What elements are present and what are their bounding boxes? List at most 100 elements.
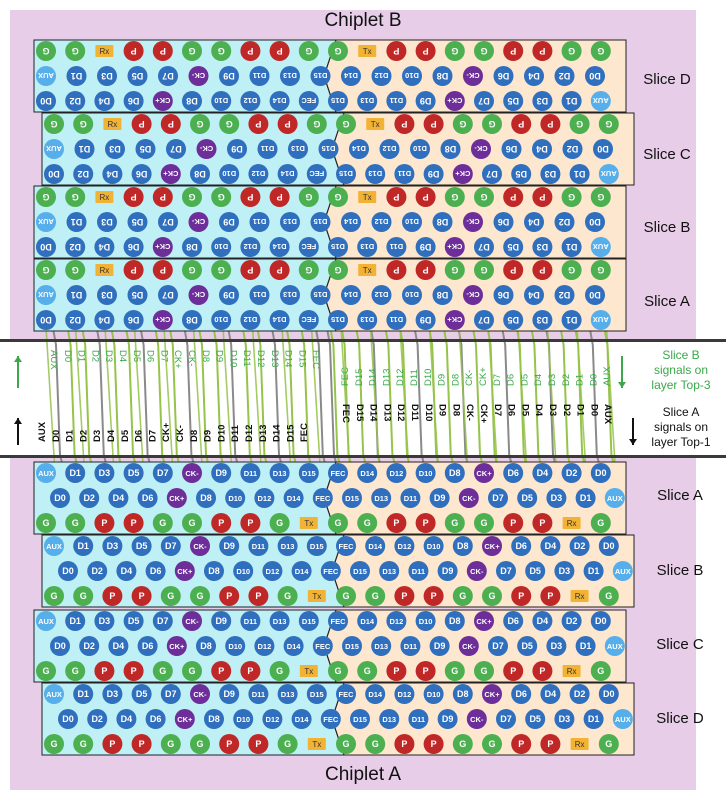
bump-d3-label: D3 <box>101 71 113 81</box>
bump-p-label: P <box>131 265 137 275</box>
bump-d14-bump <box>269 310 290 330</box>
bump-d11-label: D11 <box>412 567 425 576</box>
bump-aux-bump <box>598 164 619 184</box>
bump-g-label: G <box>342 739 349 749</box>
bump-d10-bump <box>211 237 232 257</box>
bump-p-label: P <box>393 192 399 202</box>
bump-d4-bump <box>108 488 129 508</box>
bump-d13-label: D13 <box>281 690 295 699</box>
bump-g: G <box>474 187 494 207</box>
bump-p: P <box>540 586 561 606</box>
bump-p: P <box>219 586 240 606</box>
bump-d2-bump <box>554 66 575 86</box>
bump-d5-label: D5 <box>529 566 541 576</box>
bump-d4-label: D4 <box>113 493 125 503</box>
bump-d3-bump <box>94 611 115 631</box>
bump-g-label: G <box>568 265 575 275</box>
slice-a-channel-label-right-14: D4 <box>533 404 544 417</box>
bump-ckm-label: CK- <box>466 71 480 80</box>
bump-g-label: G <box>305 265 312 275</box>
bump-g-label: G <box>459 591 466 601</box>
bump-d1-bump <box>561 91 582 111</box>
bump-d6-bump <box>123 310 144 330</box>
bump-d13-bump <box>277 536 298 556</box>
bump-g-label: G <box>480 666 487 676</box>
bump-d8-bump <box>444 611 465 631</box>
bump-g-label: G <box>597 46 604 56</box>
bump-d8-bump <box>440 139 461 159</box>
bump-d3: D3 <box>554 561 575 581</box>
pad-tx-label: Tx <box>363 266 372 275</box>
bump-d7-label: D7 <box>486 169 498 179</box>
bump-d2-bump <box>65 237 86 257</box>
bump-p-label: P <box>160 46 166 56</box>
bump-g: G <box>444 41 465 61</box>
bump-d13-bump <box>277 684 298 704</box>
bump-d5: D5 <box>517 636 538 656</box>
bump-d1: D1 <box>575 488 596 508</box>
bump-g-bump <box>590 187 611 207</box>
bump-d10-bump <box>415 611 436 631</box>
bump-aux-bump <box>604 488 625 508</box>
bump-d5-bump <box>135 139 156 159</box>
bump-aux: AUX <box>44 536 64 556</box>
bump-ckp-label: CK+ <box>476 617 492 626</box>
bump-d9: D9 <box>219 212 239 232</box>
bump-d9-bump <box>423 164 444 184</box>
bump-d3: D3 <box>97 285 117 305</box>
bump-d0-bump <box>593 139 613 159</box>
bump-d4-label: D4 <box>528 217 540 227</box>
bump-d4: D4 <box>540 536 561 556</box>
bump-d12: D12 <box>262 709 283 729</box>
bump-d1-bump <box>561 237 582 257</box>
bump-p-label: P <box>401 591 407 601</box>
bump-g-label: G <box>568 192 575 202</box>
bump-aux-bump <box>44 536 64 556</box>
bump-d0-label: D0 <box>589 217 601 227</box>
pad-rx: Rx <box>95 191 114 203</box>
bump-g: G <box>182 260 202 280</box>
bump-d15-label: D15 <box>310 542 324 551</box>
bump-d11-bump <box>408 561 429 581</box>
bump-d12-bump <box>371 212 392 232</box>
bump-d15-bump <box>310 212 331 232</box>
bump-d7-bump <box>474 310 494 330</box>
bump-g-bump <box>65 513 86 533</box>
bump-d4-label: D4 <box>99 242 111 252</box>
bump-fec-bump <box>312 636 333 656</box>
bump-d2: D2 <box>87 561 108 581</box>
slice-b-channel-label-left-13: D10 <box>227 350 238 367</box>
bump-g-bump <box>336 734 356 754</box>
bump-g-bump <box>182 187 202 207</box>
bump-d14-bump <box>365 684 386 704</box>
bump-g-label: G <box>50 739 57 749</box>
bump-p-bump <box>102 734 123 754</box>
bump-aux-bump <box>36 66 56 86</box>
bump-ckp-label: CK+ <box>476 469 492 478</box>
bump-d6: D6 <box>137 636 158 656</box>
bump-aux-label: AUX <box>46 144 62 153</box>
bump-d8-label: D8 <box>457 689 469 699</box>
bump-d12: D12 <box>394 536 415 556</box>
bump-d0: D0 <box>590 463 611 483</box>
bump-g: G <box>561 187 582 207</box>
pad-tx-rect <box>358 191 377 203</box>
bump-d11: D11 <box>408 561 429 581</box>
bump-d15: D15 <box>306 684 327 704</box>
bump-ckp: CK+ <box>444 237 465 257</box>
bump-g: G <box>182 661 202 681</box>
bump-d13-bump <box>379 709 400 729</box>
bump-d8-bump <box>196 636 216 656</box>
slice-a-down-arrow-icon-head <box>629 439 637 445</box>
bump-g-label: G <box>605 119 612 129</box>
bump-d7: D7 <box>158 66 178 86</box>
pad-tx-rect <box>307 738 326 750</box>
bump-d6: D6 <box>493 212 514 232</box>
bump-p: P <box>240 41 261 61</box>
bump-d14-label: D14 <box>287 642 302 651</box>
bump-g: G <box>474 41 494 61</box>
bump-d8: D8 <box>204 709 224 729</box>
bump-d4-bump <box>524 66 544 86</box>
bump-aux-label: AUX <box>38 617 54 626</box>
